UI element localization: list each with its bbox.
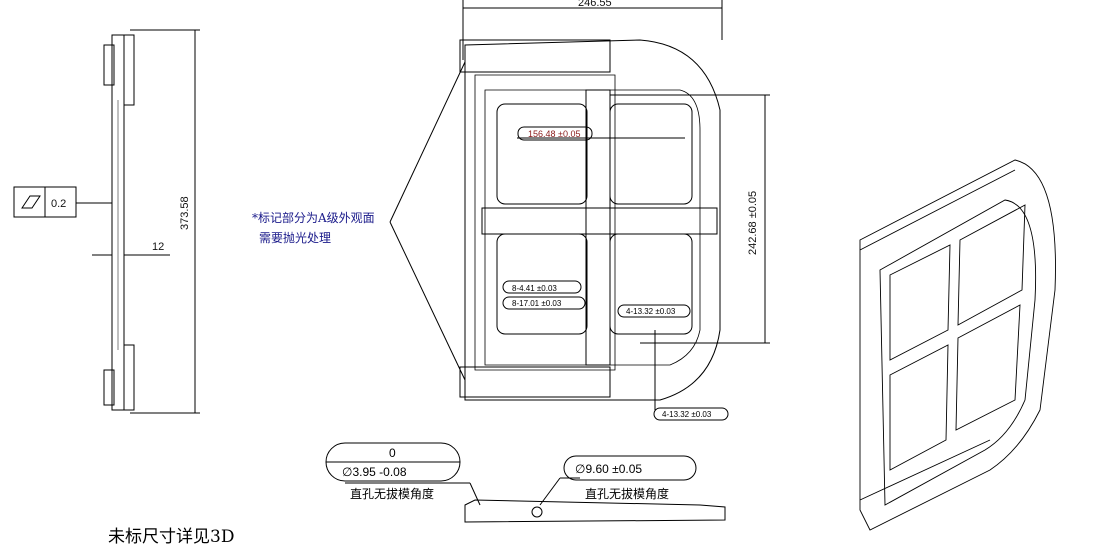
- dim-hole-d: 4-13.32 ±0.03: [662, 410, 712, 419]
- footer-note: 未标尺寸详见3D: [108, 527, 234, 545]
- dim-hole-c: 4-13.32 ±0.03: [626, 307, 676, 316]
- surface-note-line2: 需要抛光处理: [259, 230, 331, 245]
- dim-overall-height: 373.58: [179, 196, 191, 230]
- dim-overall-width: 246.55: [578, 0, 612, 9]
- callout-left-label: 直孔无拔模角度: [350, 486, 434, 501]
- callout-left-top: 0: [389, 446, 396, 460]
- dim-callouts: [502, 126, 729, 421]
- dim-thickness: 12: [152, 241, 164, 253]
- side-view: [13, 29, 200, 414]
- dim-hole-a: 8-4.41 ±0.03: [512, 284, 557, 293]
- dim-hole-b: 8-17.01 ±0.03: [512, 299, 562, 308]
- callout-left-value: ∅3.95 -0.08: [342, 465, 407, 479]
- section-view: [325, 442, 726, 523]
- callout-right-label: 直孔无拔模角度: [585, 486, 669, 501]
- front-view: [389, 0, 770, 410]
- surface-note-line1: *标记部分为A级外观面: [252, 210, 375, 225]
- callout-right-value: ∅9.60 ±0.05: [575, 462, 642, 476]
- dim-inner-width: 156.48 ±0.05: [528, 129, 580, 139]
- isometric-view: [859, 159, 1056, 531]
- dim-inner-height: 242.68 ±0.05: [747, 191, 759, 255]
- flatness-value: 0.2: [51, 198, 66, 210]
